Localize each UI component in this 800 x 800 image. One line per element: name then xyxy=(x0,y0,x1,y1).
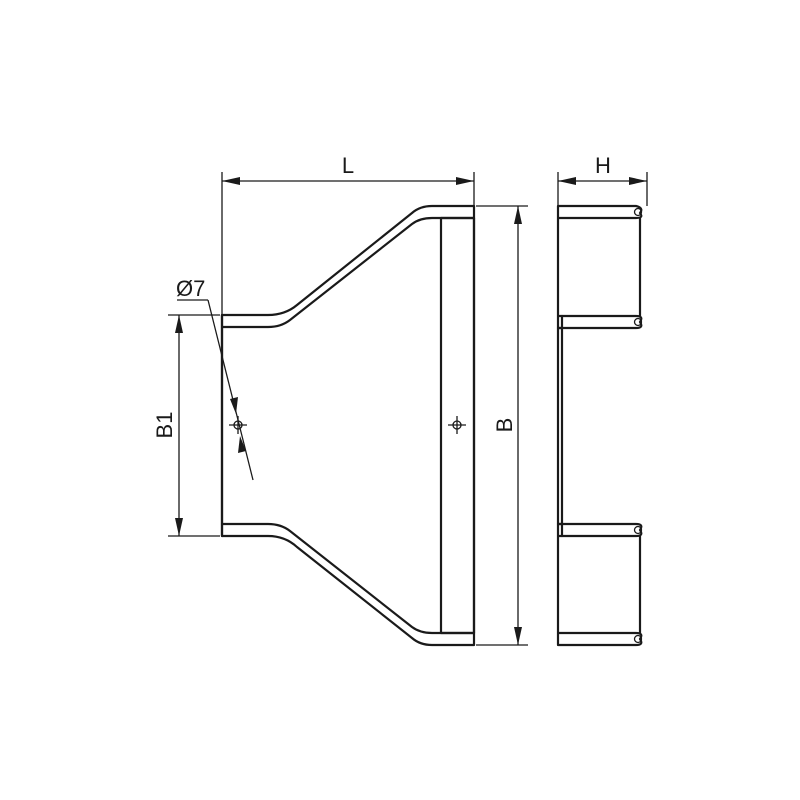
dimension-label-B1: B1 xyxy=(152,412,177,439)
reducer-outer-outline xyxy=(220,204,476,647)
dimension-B1: B1 xyxy=(152,314,220,537)
side-view-lower-section xyxy=(556,522,643,647)
dimension-label-hole: Ø7 xyxy=(176,276,205,301)
dimension-label-H: H xyxy=(595,153,611,178)
side-view-upper-section xyxy=(556,204,643,330)
reducer-side-view xyxy=(556,204,643,647)
dimension-hole-diameter: Ø7 xyxy=(176,276,254,481)
side-view-middle-section xyxy=(556,314,564,538)
mounting-hole-right xyxy=(448,416,466,434)
dimension-H: H xyxy=(557,153,648,206)
reducer-flange-plate xyxy=(439,216,476,635)
reducer-top-view xyxy=(220,204,476,647)
reducer-inner-wall xyxy=(220,216,476,635)
dimension-L: L xyxy=(221,153,475,315)
dimension-label-L: L xyxy=(342,153,354,178)
dimension-B: B xyxy=(476,205,528,646)
dimension-label-B: B xyxy=(492,418,517,433)
